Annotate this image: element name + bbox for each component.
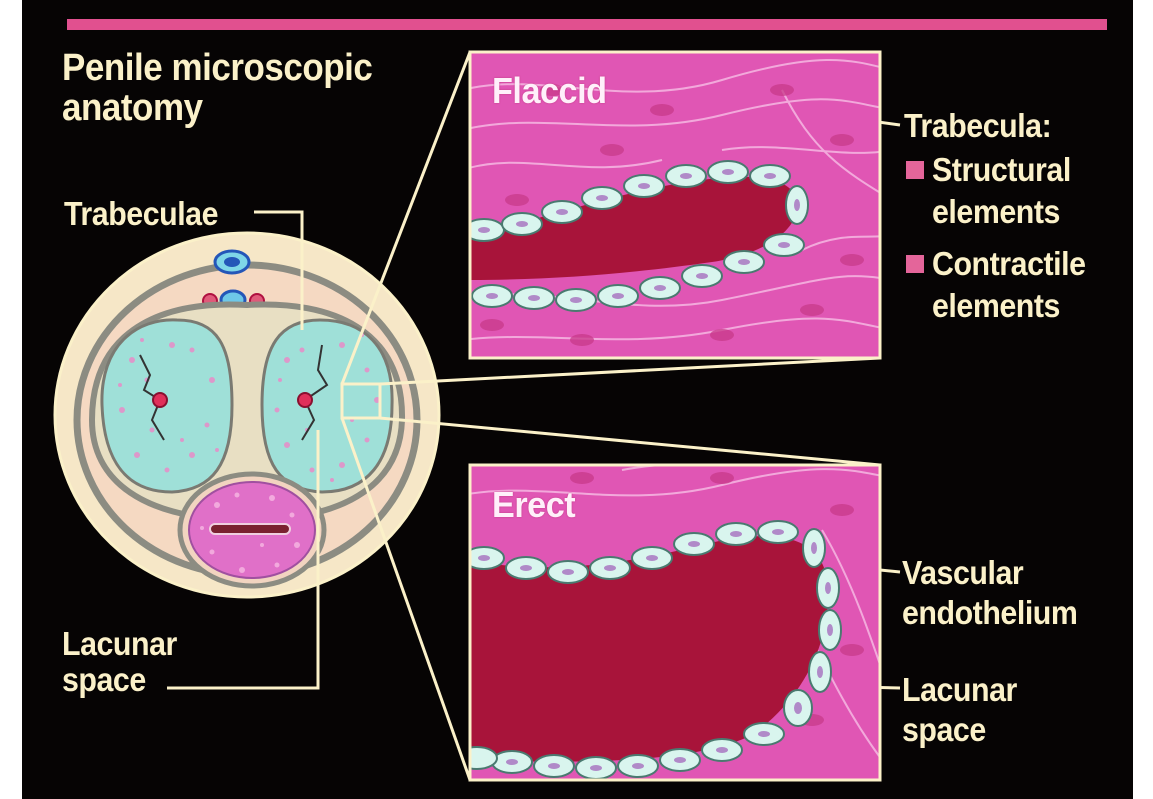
slide-title: Penile microscopic anatomy <box>62 48 372 128</box>
erect-panel-title: Erect <box>492 484 575 526</box>
lacunar-space-left-line-2: space <box>62 662 146 697</box>
structural-label-line-1: Structural <box>932 152 1071 187</box>
lacunar-space-right-line-1: Lacunar <box>902 672 1017 707</box>
trabeculae-label: Trabeculae <box>64 196 218 231</box>
slide: Penile microscopic anatomy Flaccid Erect… <box>22 0 1133 799</box>
contractile-label-line-2: elements <box>932 288 1060 323</box>
cross-section <box>55 233 439 597</box>
title-line-1: Penile microscopic <box>62 48 372 88</box>
vascular-label-line-2: endothelium <box>902 595 1077 630</box>
structural-label-line-2: elements <box>932 194 1060 229</box>
trabecula-heading: Trabecula: <box>904 108 1051 143</box>
structural-bullet-icon <box>906 161 924 179</box>
flaccid-panel-title: Flaccid <box>492 70 607 112</box>
contractile-bullet-icon <box>906 255 924 273</box>
vascular-label-line-1: Vascular <box>902 555 1023 590</box>
title-line-2: anatomy <box>62 88 372 128</box>
lacunar-space-left-line-1: Lacunar <box>62 626 177 661</box>
lacunar-space-right-line-2: space <box>902 712 986 747</box>
contractile-label-line-1: Contractile <box>932 246 1086 281</box>
